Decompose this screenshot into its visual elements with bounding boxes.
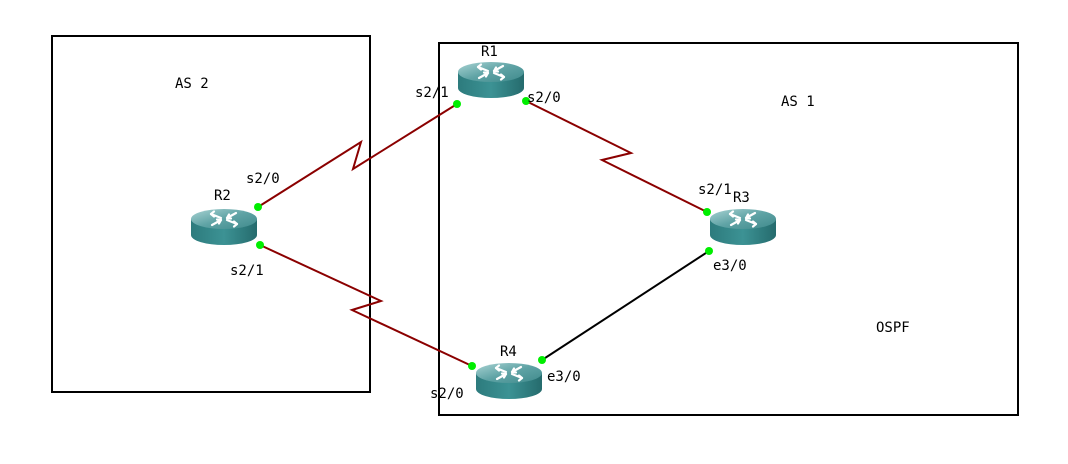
if-label-r1-s2-1: s2/1	[415, 85, 449, 101]
link-r1-r3[interactable]	[525, 100, 708, 213]
if-label-r4-s2-0: s2/0	[430, 386, 464, 402]
if-label-r3-e3-0: e3/0	[713, 258, 747, 274]
area-as2-box	[51, 35, 371, 393]
if-label-r2-s2-0: s2/0	[246, 171, 280, 187]
router-r2[interactable]	[189, 207, 259, 247]
router-r2-name: R2	[214, 188, 231, 204]
link-r2-r4[interactable]	[259, 244, 473, 367]
port-r2-s2-1[interactable]	[256, 241, 264, 249]
port-r2-s2-0[interactable]	[254, 203, 262, 211]
area-as2-label: AS 2	[175, 76, 209, 92]
link-r4-r3[interactable]	[541, 250, 710, 361]
port-r1-s2-0[interactable]	[522, 97, 530, 105]
router-r3-name: R3	[733, 190, 750, 206]
if-label-r1-s2-0: s2/0	[527, 90, 561, 106]
link-r2-r1[interactable]	[257, 103, 458, 208]
if-label-r3-s2-1: s2/1	[698, 182, 732, 198]
port-r4-s2-0[interactable]	[468, 362, 476, 370]
port-r1-s2-1[interactable]	[453, 100, 461, 108]
router-r1[interactable]	[456, 60, 526, 100]
area-as1-protocol-label: OSPF	[876, 320, 910, 336]
area-as1-box	[438, 42, 1019, 416]
area-as1-label: AS 1	[781, 94, 815, 110]
router-r3[interactable]	[708, 207, 778, 247]
router-r4[interactable]	[474, 361, 544, 401]
port-r3-s2-1[interactable]	[703, 208, 711, 216]
if-label-r2-s2-1: s2/1	[230, 263, 264, 279]
router-r1-name: R1	[481, 44, 498, 60]
port-r4-e3-0[interactable]	[538, 356, 546, 364]
port-r3-e3-0[interactable]	[705, 247, 713, 255]
router-r4-name: R4	[500, 344, 517, 360]
if-label-r4-e3-0: e3/0	[547, 369, 581, 385]
